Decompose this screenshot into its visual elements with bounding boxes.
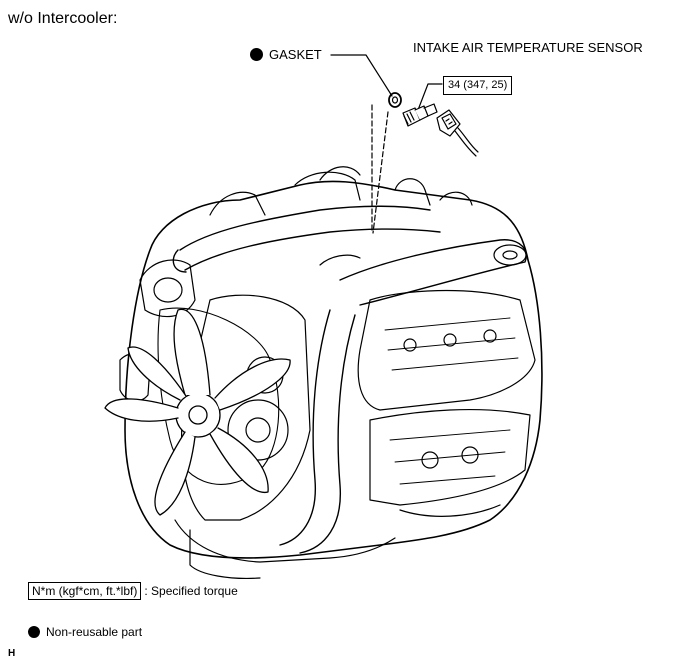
oil-pan bbox=[174, 504, 501, 580]
non-reusable-legend-text: Non-reusable part bbox=[46, 625, 143, 639]
gasket-callout: GASKET bbox=[250, 47, 322, 62]
non-reusable-dot-icon bbox=[28, 626, 40, 638]
torque-legend: N*m (kgf*cm, ft.*lbf) : Specified torque bbox=[28, 582, 238, 600]
diagram-title: w/o Intercooler: bbox=[8, 10, 118, 27]
non-reusable-dot-icon bbox=[250, 48, 263, 61]
cooling-fan bbox=[104, 308, 291, 516]
sensor-connector-part bbox=[436, 109, 479, 157]
torque-legend-text: : Specified torque bbox=[144, 584, 238, 598]
torque-legend-box: N*m (kgf*cm, ft.*lbf) bbox=[28, 582, 142, 600]
engine-block bbox=[119, 166, 543, 559]
gasket-label: GASKET bbox=[269, 47, 322, 62]
figure-code: H bbox=[8, 648, 16, 659]
torque-value-box: 34 (347, 25) bbox=[443, 76, 513, 95]
leader-lines bbox=[330, 54, 443, 234]
non-reusable-legend: Non-reusable part bbox=[28, 625, 142, 639]
gasket-part bbox=[388, 92, 402, 108]
intake-air-temperature-sensor-part bbox=[402, 103, 438, 127]
sensor-label: INTAKE AIR TEMPERATURE SENSOR bbox=[413, 40, 643, 55]
